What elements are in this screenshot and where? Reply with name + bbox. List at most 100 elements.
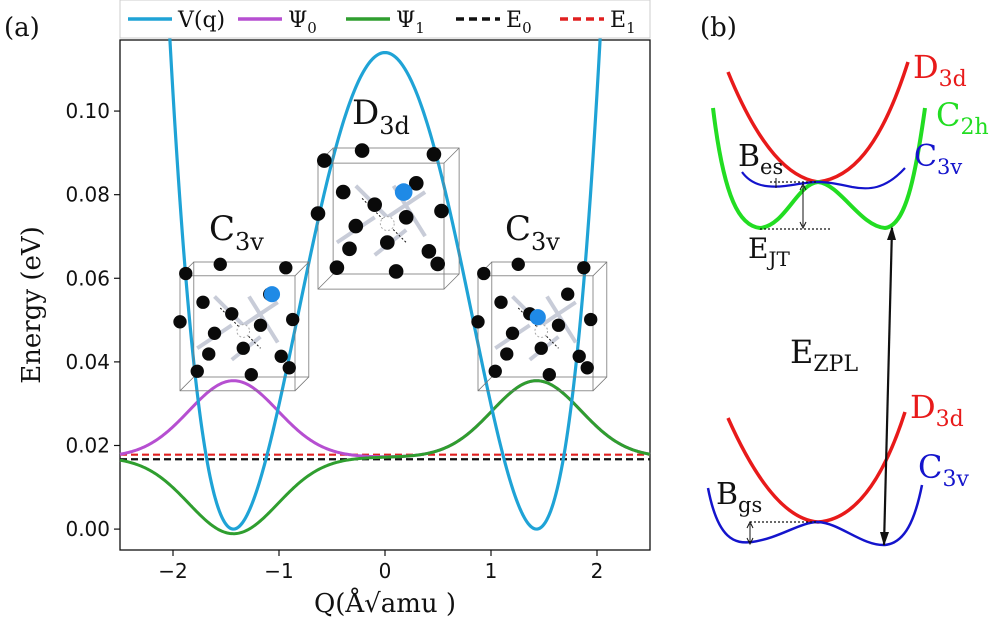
dopant-atom: [529, 309, 546, 326]
y-tick-label: 0.08: [65, 183, 110, 207]
carbon-atom: [196, 295, 210, 309]
label-c3v-excited: C3v: [914, 139, 962, 179]
structure-inset-center: [310, 143, 460, 290]
zpl-arrow-line: [882, 227, 894, 546]
annotation-c3v-right: C3v: [505, 209, 560, 256]
ground-c3v-curve: [706, 484, 924, 547]
carbon-atom: [572, 349, 586, 363]
carbon-atom: [488, 364, 502, 378]
carbon-atom: [505, 326, 520, 340]
energy-diagram: D3d C2h C3v Bes EJT EZPL D3d C3v Bgs: [706, 48, 989, 547]
dopant-atom: [394, 183, 413, 201]
y-tick-label: 0.02: [65, 433, 110, 457]
carbon-atom: [500, 347, 514, 361]
panel-b-label: (b): [700, 13, 737, 43]
bgs-arrowheads: [746, 520, 754, 546]
carbon-atom: [542, 368, 556, 382]
carbon-atom: [426, 146, 442, 162]
label-c3v-ground: C3v: [918, 448, 969, 492]
label-bes: Bes: [738, 139, 783, 179]
carbon-atom: [534, 341, 548, 355]
y-tick-label: 0.00: [65, 517, 110, 541]
structure-insets: [173, 143, 608, 392]
x-tick-label: −1: [264, 559, 293, 583]
label-ejt: EJT: [748, 232, 790, 271]
legend-label-E0: E0: [506, 8, 532, 37]
carbon-atom: [225, 307, 239, 321]
cube-edge: [317, 273, 334, 290]
y-axis-ticks: 0.00 0.02 0.04 0.06 0.08 0.10: [65, 99, 120, 541]
carbon-atom: [471, 315, 485, 329]
carbon-atom: [408, 175, 424, 191]
carbon-atom: [494, 295, 508, 309]
cube-edge: [443, 273, 460, 290]
carbon-atom: [421, 244, 437, 259]
label-bgs: Bgs: [716, 477, 762, 517]
x-tick-label: −2: [158, 559, 187, 583]
x-tick-label: 1: [485, 559, 498, 583]
carbon-atom: [274, 349, 288, 363]
cube-edge: [294, 376, 310, 392]
y-tick-label: 0.06: [65, 266, 110, 290]
ejt-arrowheads: [799, 182, 807, 230]
series-group: [119, 0, 651, 536]
x-axis-label: Q(Å√amu ): [314, 587, 456, 619]
carbon-atom: [310, 206, 326, 221]
vacancy-site: [534, 324, 549, 338]
carbon-atom: [279, 261, 293, 275]
carbon-atom: [207, 326, 222, 340]
carbon-atom: [253, 318, 268, 332]
label-d3d-ground: D3d: [910, 388, 964, 432]
annotation-d3d: D3d: [352, 93, 410, 140]
y-axis-label: Energy (eV): [17, 226, 47, 384]
carbon-atom: [190, 364, 204, 378]
carbon-atom: [367, 197, 383, 213]
carbon-atom: [244, 368, 258, 382]
legend-label-psi0: Ψ0: [288, 8, 317, 37]
cube-edge: [179, 376, 195, 392]
carbon-atom: [213, 257, 227, 271]
cube-edge: [592, 376, 608, 392]
carbon-atom: [348, 218, 364, 234]
legend-label-V: V(q): [177, 8, 225, 33]
panel-a-label: (a): [4, 13, 40, 43]
carbon-atom: [202, 347, 216, 361]
zpl-arrowhead-bottom: [880, 532, 889, 546]
structure-inset-left: [173, 257, 310, 392]
carbon-atom: [179, 266, 193, 281]
y-tick-label: 0.10: [65, 99, 110, 123]
carbon-atom: [173, 315, 187, 329]
carbon-atom: [342, 241, 357, 257]
psi1-curve: [119, 379, 651, 536]
x-tick-label: 0: [379, 559, 392, 583]
excited-c3v-curve: [741, 167, 906, 190]
energy-plot: −2 −1 0 1 2 0.00 0.02 0.04 0.06 0.08 0.10 Q(Å√amu…: [17, 0, 651, 619]
x-axis-ticks: −2 −1 0 1 2: [158, 550, 603, 583]
carbon-atom: [316, 153, 332, 168]
vacancy-site: [236, 324, 251, 338]
carbon-atom: [584, 312, 598, 327]
carbon-atom: [551, 318, 566, 332]
carbon-atom: [580, 361, 594, 375]
y-tick-label: 0.04: [65, 350, 110, 374]
carbon-atom: [577, 261, 591, 275]
cube-front-face: [317, 162, 445, 290]
carbon-atom: [434, 203, 449, 219]
cube-front-face: [179, 275, 296, 392]
carbon-atom: [236, 341, 250, 355]
carbon-atom: [388, 264, 404, 279]
cube-front-face: [477, 275, 594, 392]
potential-curve: [166, 0, 604, 531]
vacancy-site: [379, 216, 395, 232]
carbon-atom: [335, 184, 351, 200]
annotation-c3v-left: C3v: [209, 209, 264, 256]
label-c2h: C2h: [936, 96, 989, 140]
legend-label-E1: E1: [610, 8, 636, 37]
x-tick-label: 2: [591, 559, 604, 583]
carbon-atom: [430, 256, 446, 272]
carbon-atom: [379, 235, 395, 250]
carbon-atom: [511, 257, 525, 271]
carbon-atom: [398, 209, 414, 225]
structure-inset-right: [471, 257, 608, 392]
legend-label-psi1: Ψ1: [396, 8, 425, 37]
